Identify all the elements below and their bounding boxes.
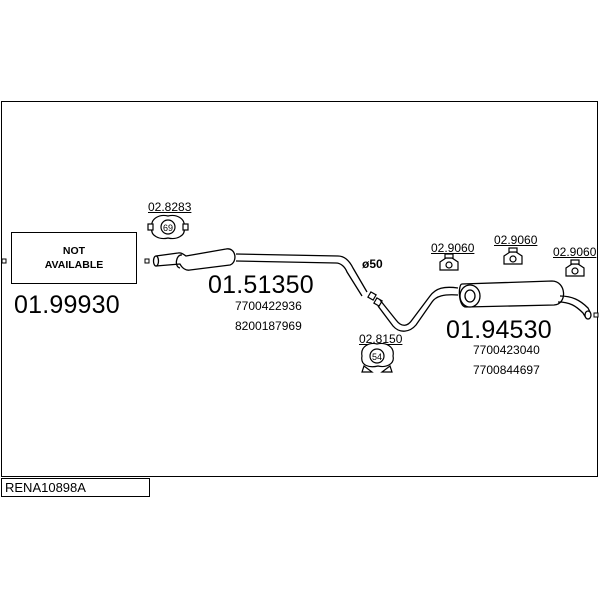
rear-oe-2: 7700844697: [473, 363, 540, 377]
hanger3-icon: [565, 259, 585, 277]
not-available-line1: NOT: [62, 245, 86, 257]
middle-oe-1: 7700422936: [235, 299, 302, 313]
clamp1-icon: 69: [147, 214, 189, 240]
hanger2-ref: 02.9060: [494, 233, 538, 247]
pipe-joint: [367, 291, 383, 307]
clamp1-ref: 02.8283: [148, 200, 192, 214]
hanger1-ref: 02.9060: [431, 241, 475, 255]
clamp2-ref: 02.8150: [359, 332, 403, 346]
front-part-number: 01.99930: [14, 291, 120, 319]
hanger1-icon: [439, 253, 459, 271]
clamp2-badge: 54: [372, 352, 382, 362]
left-edge-marker: [1, 258, 7, 264]
diagram-frame: [1, 101, 598, 477]
hanger2-icon: [503, 247, 523, 265]
middle-silencer: [152, 248, 368, 297]
clamp1-badge: 69: [163, 223, 173, 233]
hanger3-ref: 02.9060: [553, 245, 597, 259]
middle-part-number: 01.51350: [208, 271, 314, 299]
diagram-code: RENA10898A: [1, 478, 150, 497]
not-available-box: NOT AVAILABLE: [11, 232, 137, 284]
rear-link-pipe: [377, 286, 459, 332]
right-edge-marker: [593, 312, 599, 318]
pipe-start-marker: [144, 258, 150, 264]
not-available-line2: AVAILABLE: [44, 259, 104, 271]
pipe-diameter-label: ø50: [362, 257, 383, 271]
middle-oe-2: 8200187969: [235, 319, 302, 333]
clamp2-icon: 54: [361, 342, 394, 373]
rear-silencer: [458, 280, 592, 320]
rear-part-number: 01.94530: [446, 316, 552, 344]
rear-oe-1: 7700423040: [473, 343, 540, 357]
